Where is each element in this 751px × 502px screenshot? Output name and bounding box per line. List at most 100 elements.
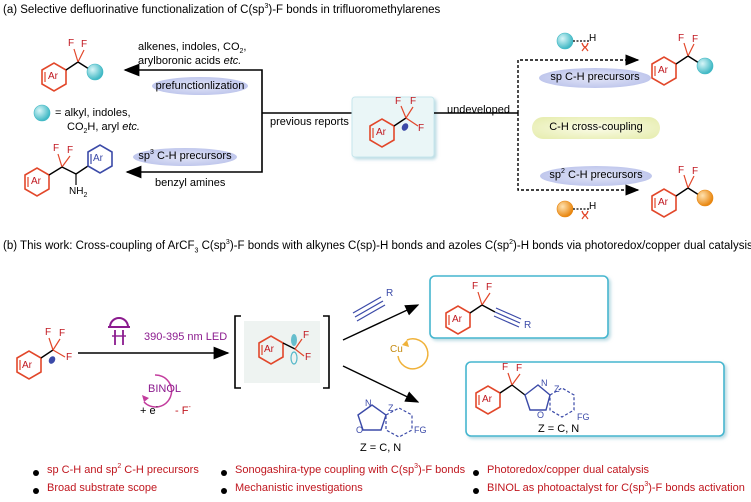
- reagents-line1: alkenes, indoles, CO2,: [138, 41, 247, 56]
- nh2-label: NH2: [69, 186, 88, 199]
- sp2-ch-label: sp2 C-H precursors: [549, 168, 643, 181]
- arrow-sp-ch: [517, 54, 640, 113]
- section-a-header: (a) Selective defluorinative functionali…: [3, 3, 441, 16]
- highlight-5: Photoredox/copper dual catalysis: [487, 464, 650, 476]
- highlight-6: BINOL as photoactalyst for C(sp3)-F bond…: [487, 481, 745, 494]
- radical-box: [244, 321, 320, 383]
- f-label-r3: F: [678, 165, 685, 176]
- product-sp-ch: [651, 42, 714, 86]
- f-label-p3: F: [502, 362, 509, 373]
- bullet-icon: [473, 470, 479, 476]
- benzyl-label: benzyl amines: [155, 177, 226, 189]
- arrow-sp3: [125, 113, 263, 179]
- ar-label-center: Ar: [376, 127, 386, 138]
- pill-sp2-ch: [540, 166, 652, 186]
- legend-teal-ball: [33, 104, 51, 122]
- n-label-reagent: N: [365, 398, 372, 408]
- h-label-bottom: H: [589, 201, 597, 212]
- teal-ball-h: [556, 32, 589, 52]
- fg-label-reagent: FG: [414, 425, 427, 435]
- ar-label-a3: Ar: [93, 153, 103, 164]
- ar-label-r2: Ar: [658, 197, 668, 208]
- pill-sp-ch: [539, 68, 651, 88]
- sp-ch-label: sp C-H precursors: [550, 71, 640, 83]
- start-ar-cf3: [16, 337, 66, 380]
- r-label-reagent: R: [386, 288, 394, 299]
- f-label-r1: F: [678, 33, 685, 44]
- orange-ball-h: [556, 200, 589, 220]
- fg-label-product: FG: [577, 412, 590, 422]
- ch-cross-label: C-H cross-coupling: [549, 121, 643, 133]
- ar-label-p2: Ar: [482, 394, 492, 405]
- bullet-icon: [221, 470, 227, 476]
- ar-label-radical: Ar: [264, 344, 274, 355]
- o-label-reagent: O: [356, 425, 364, 435]
- highlight-2: Broad substrate scope: [47, 482, 158, 494]
- product-box-azole: [465, 361, 725, 437]
- alkyne-reagent: [352, 296, 386, 322]
- section-b-header: (b) This work: Cross-coupling of ArCF3 C…: [3, 239, 751, 255]
- pill-sp3: [133, 148, 237, 166]
- f-label-c2: F: [410, 96, 417, 107]
- z-label-product: Z: [554, 384, 560, 394]
- f-label-p2: F: [486, 282, 493, 293]
- o-label-product: O: [537, 410, 545, 420]
- sp3-label: sp3 C-H precursors: [138, 149, 232, 162]
- product-box-alkyne: [429, 275, 609, 339]
- pill-ch-cross: [532, 117, 660, 139]
- binol-cycle-arrowhead: [142, 395, 149, 402]
- previous-reports-label: previous reports: [270, 116, 349, 128]
- f-label-b2: F: [59, 328, 66, 339]
- bullet-icon: [33, 488, 39, 494]
- f-label-b3: F: [66, 352, 73, 363]
- n-label-product: N: [541, 378, 548, 388]
- bullet-icon: [221, 488, 227, 494]
- bullet-icon: [33, 470, 39, 476]
- product-alkyl-ar-cf2: [41, 48, 104, 92]
- f-label-c3: F: [418, 123, 425, 134]
- f-label-rad1: F: [303, 330, 310, 341]
- z-label-left: Z = C, N: [360, 442, 402, 454]
- bullet-icon: [473, 488, 479, 494]
- binol-label: BINOL: [148, 383, 182, 395]
- f-label-a4: F: [67, 145, 74, 156]
- f-label-a1: F: [68, 38, 75, 49]
- led-lamp-icon: [108, 317, 130, 345]
- bracket-left: [234, 315, 241, 389]
- f-label-p4: F: [516, 363, 523, 374]
- product-azole: [475, 372, 575, 418]
- cu-cycle-arrowhead: [402, 340, 409, 347]
- arrow-prefunctionalization: [123, 63, 263, 113]
- arrow-azole: [342, 365, 420, 403]
- f-label-a2: F: [81, 39, 88, 50]
- f-label-a3: F: [53, 143, 60, 154]
- binol-cycle-icon: [143, 374, 173, 408]
- reagents-line2: arylboronic acids etc.: [138, 55, 242, 67]
- cu-label: Cu: [390, 344, 403, 355]
- product-sp2-ch: [651, 174, 714, 218]
- highlight-3: Sonogashira-type coupling with C(sp3)-F …: [235, 463, 466, 476]
- led-label: 390-395 nm LED: [144, 331, 228, 343]
- azole-reagent: [357, 404, 413, 438]
- highlight-4: Mechanistic investigations: [235, 482, 363, 494]
- legend-line2: CO2H, aryl etc.: [67, 121, 140, 136]
- f-label-p1: F: [472, 281, 479, 292]
- h-label-top: H: [589, 33, 597, 44]
- pill-prefunctionalization: [152, 77, 248, 95]
- cu-cycle-icon: [397, 338, 429, 370]
- arrow-alkyne: [342, 304, 420, 341]
- electron-label: + e-: [140, 404, 158, 417]
- z-label-reagent: Z: [388, 403, 394, 413]
- f-label-c1: F: [395, 96, 402, 107]
- z-label-right: Z = C, N: [538, 423, 580, 435]
- central-ar-cf2-radical: [369, 105, 419, 148]
- ar-label-b1: Ar: [22, 360, 32, 371]
- f-label-r4: F: [692, 166, 699, 177]
- arrow-sp2-ch: [517, 113, 640, 196]
- product-amine-ar-cf2: [24, 144, 113, 197]
- ar-label-p1: Ar: [452, 314, 462, 325]
- f-label-rad2: F: [305, 352, 312, 363]
- product-alkyne: [445, 291, 522, 335]
- highlight-1: sp C-H and sp2 C-H precursors: [47, 463, 199, 476]
